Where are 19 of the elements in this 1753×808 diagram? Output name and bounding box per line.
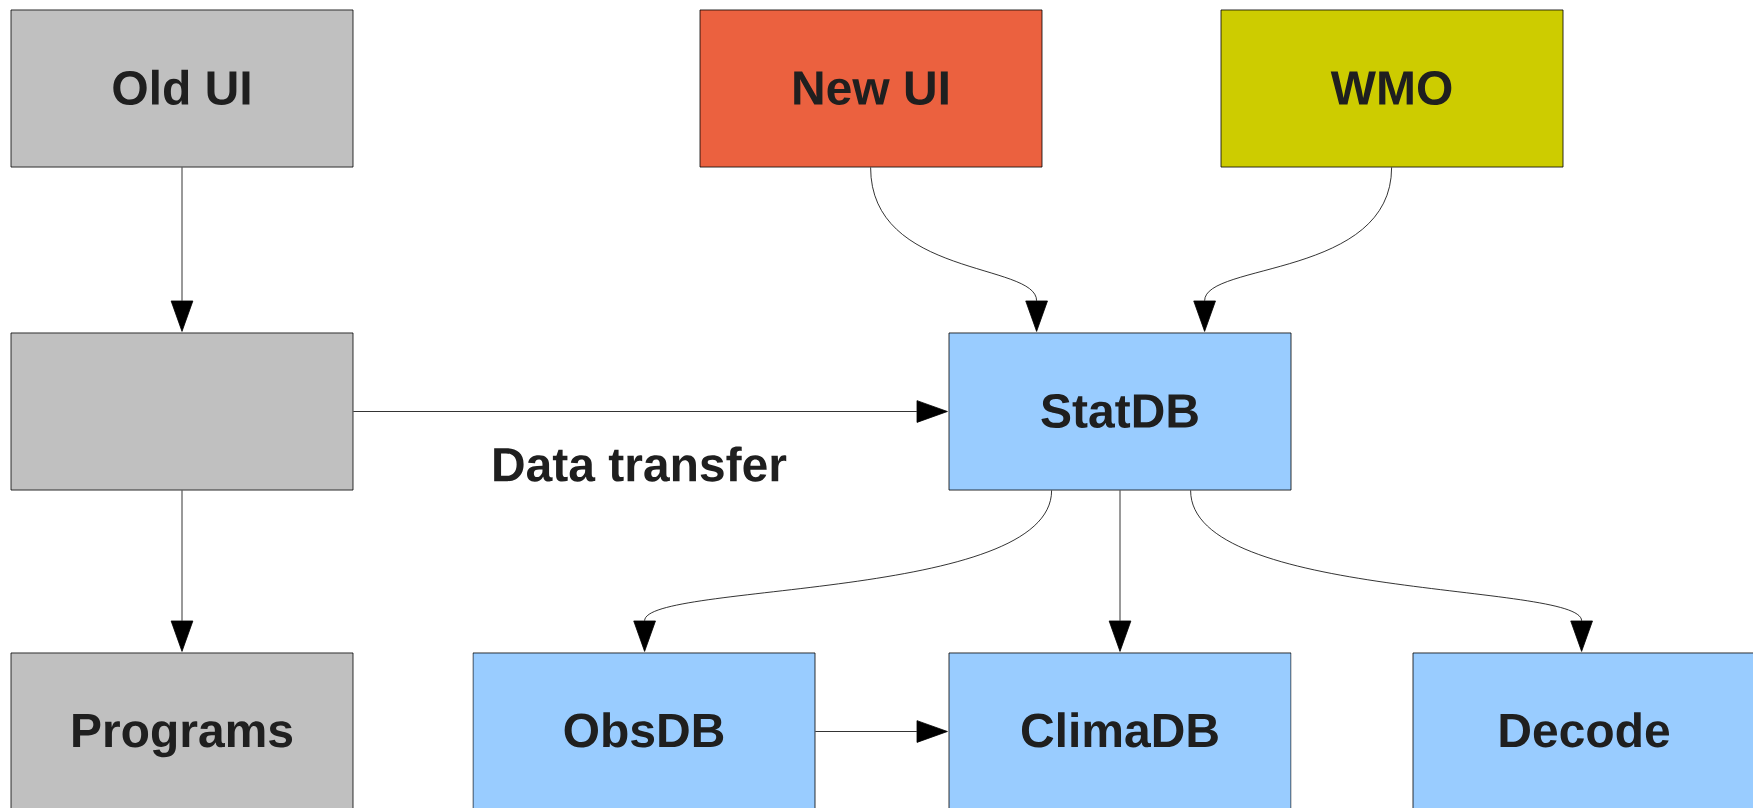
process-box: New UI — [699, 9, 1043, 168]
arrow — [870, 167, 1048, 332]
arrow — [1108, 490, 1132, 652]
arrow — [170, 167, 194, 332]
arrow — [1193, 167, 1392, 332]
edge-label: Data transfer — [488, 443, 790, 485]
arrow — [815, 720, 948, 743]
process-box: StatDB — [948, 332, 1292, 491]
process-box: Old UI — [10, 9, 354, 168]
process-box: Programs — [10, 652, 354, 808]
process-box: ObsDB — [472, 652, 816, 808]
process-box: Decode — [1412, 652, 1753, 808]
arrow — [633, 490, 1052, 652]
arrow — [1190, 490, 1593, 652]
process-box: ClimaDB — [948, 652, 1292, 808]
process-box — [10, 332, 354, 491]
arrow — [353, 400, 948, 423]
process-box: WMO — [1220, 9, 1564, 168]
arrow — [170, 490, 194, 652]
